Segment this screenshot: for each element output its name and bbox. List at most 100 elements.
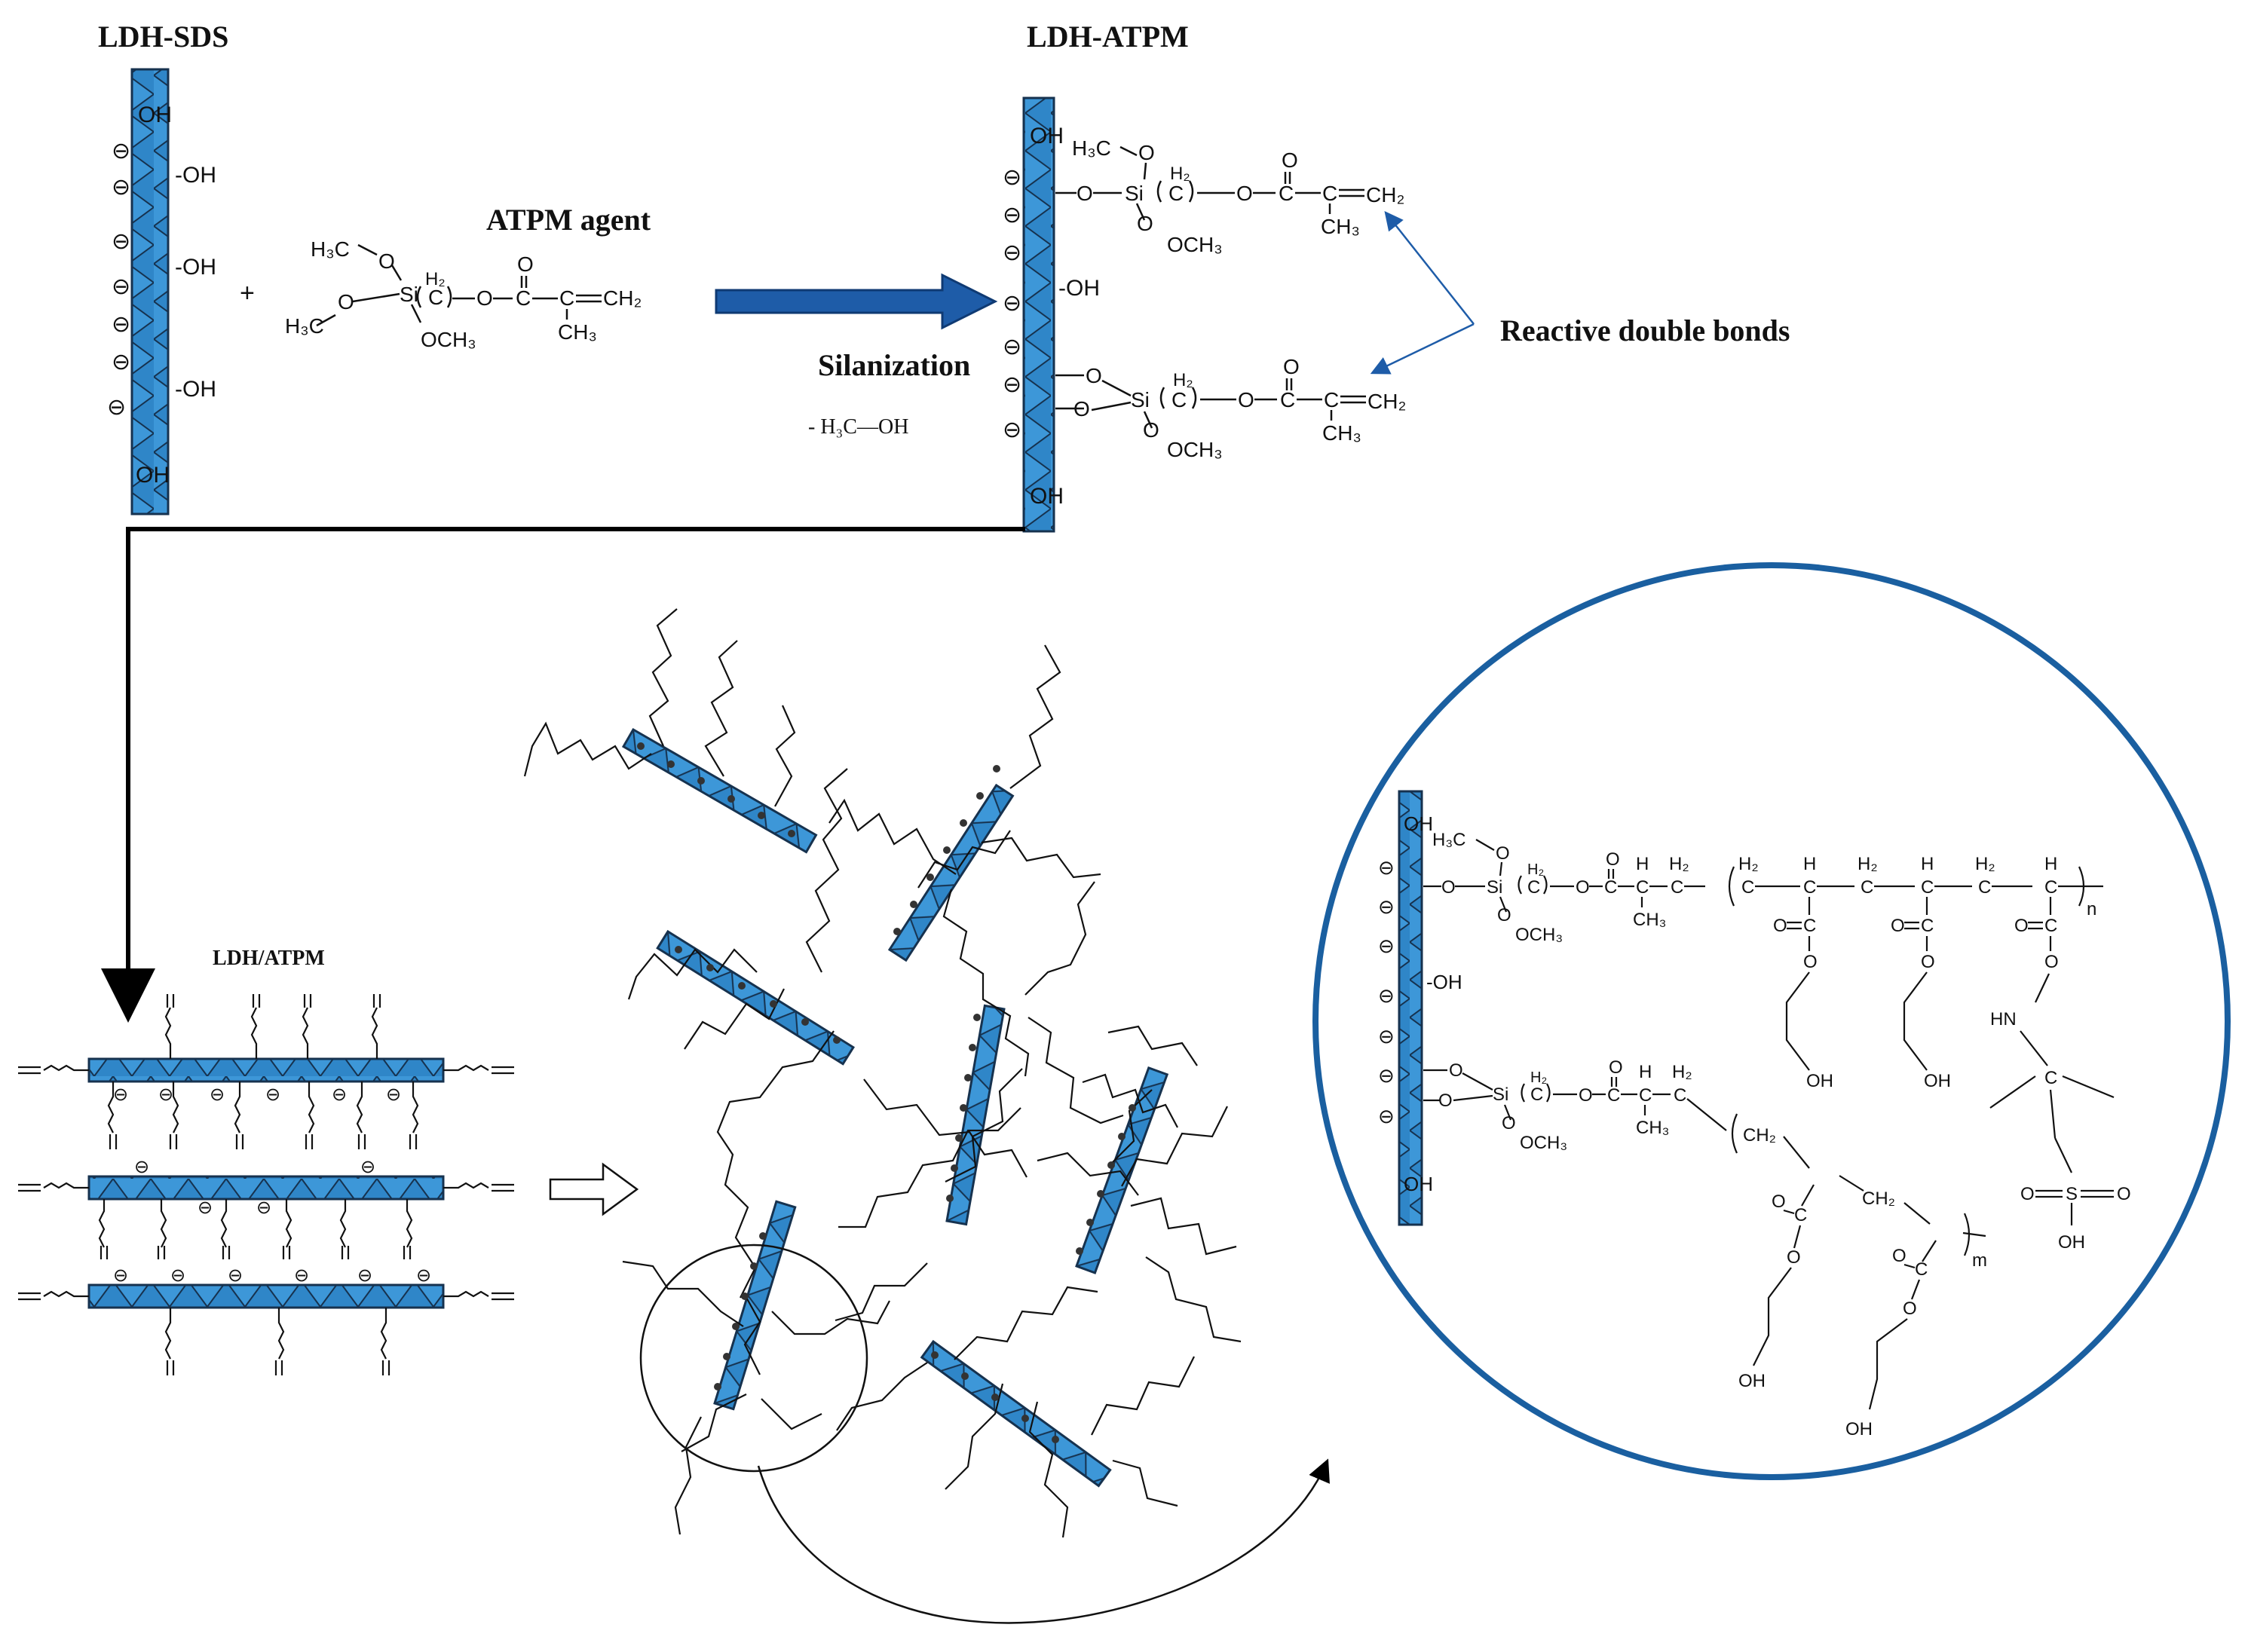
svg-text:O: O <box>1803 952 1818 972</box>
svg-text:⊖: ⊖ <box>112 312 130 337</box>
svg-text:H₂: H₂ <box>1672 1062 1692 1082</box>
svg-text:OH: OH <box>1030 124 1064 148</box>
svg-text:O: O <box>1073 397 1090 421</box>
svg-text:CH₃: CH₃ <box>1321 215 1360 238</box>
reactive-double-bond-pointers <box>1370 211 1475 375</box>
svg-text:⊖: ⊖ <box>113 1265 128 1286</box>
svg-text:⊖: ⊖ <box>158 1085 173 1105</box>
svg-text:O: O <box>1773 916 1787 936</box>
svg-text:O: O <box>1892 1246 1907 1266</box>
svg-text:⊖: ⊖ <box>386 1085 401 1105</box>
platelet-anchor-dots <box>637 742 1136 1443</box>
svg-text:⊖: ⊖ <box>332 1085 347 1105</box>
zoom-circle-small <box>639 1244 868 1473</box>
label-reactive-double-bonds: Reactive double bonds <box>1500 314 1790 347</box>
svg-text:H₂: H₂ <box>1527 861 1544 878</box>
svg-text:H₂: H₂ <box>1170 164 1190 184</box>
svg-text:⊖: ⊖ <box>134 1157 149 1177</box>
svg-text:Si: Si <box>400 283 418 306</box>
svg-text:⊖: ⊖ <box>112 229 130 254</box>
svg-text:O: O <box>1077 182 1093 205</box>
svg-text:S: S <box>2066 1184 2078 1204</box>
svg-text:H₃C: H₃C <box>1072 136 1111 160</box>
svg-text:CH₂: CH₂ <box>1862 1189 1895 1209</box>
ldh-sds-surface-groups: OH -OH -OH -OH OH ⊖ ⊖ ⊖ ⊖ ⊖ ⊖ ⊖ <box>107 102 216 488</box>
svg-text:C: C <box>1527 877 1540 898</box>
svg-text:OH: OH <box>138 102 172 127</box>
svg-text:Si: Si <box>1493 1085 1508 1105</box>
svg-text:⊖: ⊖ <box>112 175 130 200</box>
svg-text:OCH₃: OCH₃ <box>1167 233 1223 256</box>
svg-text:O: O <box>2117 1184 2131 1204</box>
svg-text:C: C <box>1322 182 1337 205</box>
svg-text:⊖: ⊖ <box>112 274 130 299</box>
svg-text:O: O <box>1502 1113 1516 1133</box>
svg-text:O: O <box>1143 418 1159 442</box>
svg-text:⊖: ⊖ <box>294 1265 309 1286</box>
svg-text:OH: OH <box>1738 1371 1766 1391</box>
svg-text:⊖: ⊖ <box>1003 165 1021 190</box>
svg-text:O: O <box>1891 916 1905 936</box>
svg-text:C: C <box>2044 916 2057 936</box>
svg-text:⊖: ⊖ <box>112 350 130 375</box>
svg-text:⊖: ⊖ <box>357 1265 372 1286</box>
svg-text:⊖: ⊖ <box>170 1265 185 1286</box>
platelet-7 <box>920 1339 1112 1488</box>
svg-text:C: C <box>1607 1085 1620 1106</box>
svg-text:C: C <box>1171 388 1187 411</box>
plus-sign: + <box>240 279 255 307</box>
ldh-stack-chains <box>18 994 514 1375</box>
svg-text:⊖: ⊖ <box>1003 240 1021 265</box>
svg-text:OCH₃: OCH₃ <box>1167 438 1223 461</box>
svg-text:⊖: ⊖ <box>1003 335 1021 359</box>
svg-text:-OH: -OH <box>175 163 216 188</box>
svg-text:H₂: H₂ <box>1738 854 1759 874</box>
ldh-stack-charges: ⊖ ⊖ ⊖ ⊖ ⊖ ⊖ ⊖ ⊖ ⊖ ⊖ ⊖ ⊖ ⊖ ⊖ ⊖ ⊖ <box>113 1085 431 1286</box>
svg-text:-OH: -OH <box>1058 276 1100 301</box>
svg-text:Si: Si <box>1131 388 1150 411</box>
svg-text:O: O <box>1238 388 1254 411</box>
svg-text:⊖: ⊖ <box>1378 856 1395 879</box>
svg-text:⊖: ⊖ <box>1378 1064 1395 1087</box>
svg-text:O: O <box>1787 1247 1801 1268</box>
svg-text:C: C <box>1636 877 1649 898</box>
grafted-silane-lower: O O Si O OCH₃ H₂ C O C O C CH₂ CH₃ <box>1055 355 1406 461</box>
svg-text:-OH: -OH <box>175 377 216 402</box>
svg-text:C: C <box>1168 182 1184 205</box>
svg-text:OH: OH <box>136 463 170 488</box>
svg-text:O: O <box>2044 952 2059 972</box>
svg-text:H: H <box>2044 854 2057 874</box>
svg-text:H: H <box>1636 854 1649 874</box>
svg-text:CH₂: CH₂ <box>1367 390 1406 413</box>
process-connector <box>101 527 1025 1023</box>
svg-text:O: O <box>517 252 534 276</box>
svg-text:OH: OH <box>1404 1173 1433 1195</box>
svg-text:⊖: ⊖ <box>1378 1025 1395 1048</box>
platelet-1 <box>621 727 818 854</box>
svg-text:CH₂: CH₂ <box>1743 1125 1776 1146</box>
svg-text:O: O <box>1441 877 1456 898</box>
atpm-agent-molecule: H₃C O O H₃C Si H₂ C OCH₃ O C O C CH₂ CH₃ <box>285 237 642 351</box>
platelet-5 <box>1075 1066 1169 1274</box>
svg-text:⊖: ⊖ <box>1378 984 1395 1007</box>
label-ldh-atpm-composite: LDH/ATPM <box>213 947 325 970</box>
svg-text:CH₃: CH₃ <box>1633 910 1666 930</box>
svg-text:OH: OH <box>1845 1419 1873 1439</box>
svg-text:O: O <box>1903 1299 1917 1319</box>
zoom-lower-copolymer: O O Si O OCH₃ H₂ C O C O C H CH₃ H₂ C CH… <box>1423 1057 1987 1439</box>
svg-text:C: C <box>559 286 574 310</box>
svg-text:Si: Si <box>1487 877 1502 898</box>
svg-text:O: O <box>1086 364 1102 387</box>
svg-text:O: O <box>476 286 493 310</box>
svg-text:C: C <box>1279 182 1294 205</box>
ldh-atpm-surface-groups: OH -OH OH ⊖ ⊖ ⊖ ⊖ ⊖ ⊖ ⊖ <box>1003 124 1100 509</box>
svg-text:O: O <box>2014 916 2029 936</box>
zoom-circle-large <box>1312 562 2231 1480</box>
svg-text:m: m <box>1972 1250 1987 1271</box>
svg-text:⊖: ⊖ <box>1003 418 1021 442</box>
svg-text:⊖: ⊖ <box>228 1265 243 1286</box>
svg-text:CH₃: CH₃ <box>558 320 597 344</box>
svg-text:CH₂: CH₂ <box>603 286 642 310</box>
title-ldh-sds: LDH-SDS <box>98 20 228 54</box>
